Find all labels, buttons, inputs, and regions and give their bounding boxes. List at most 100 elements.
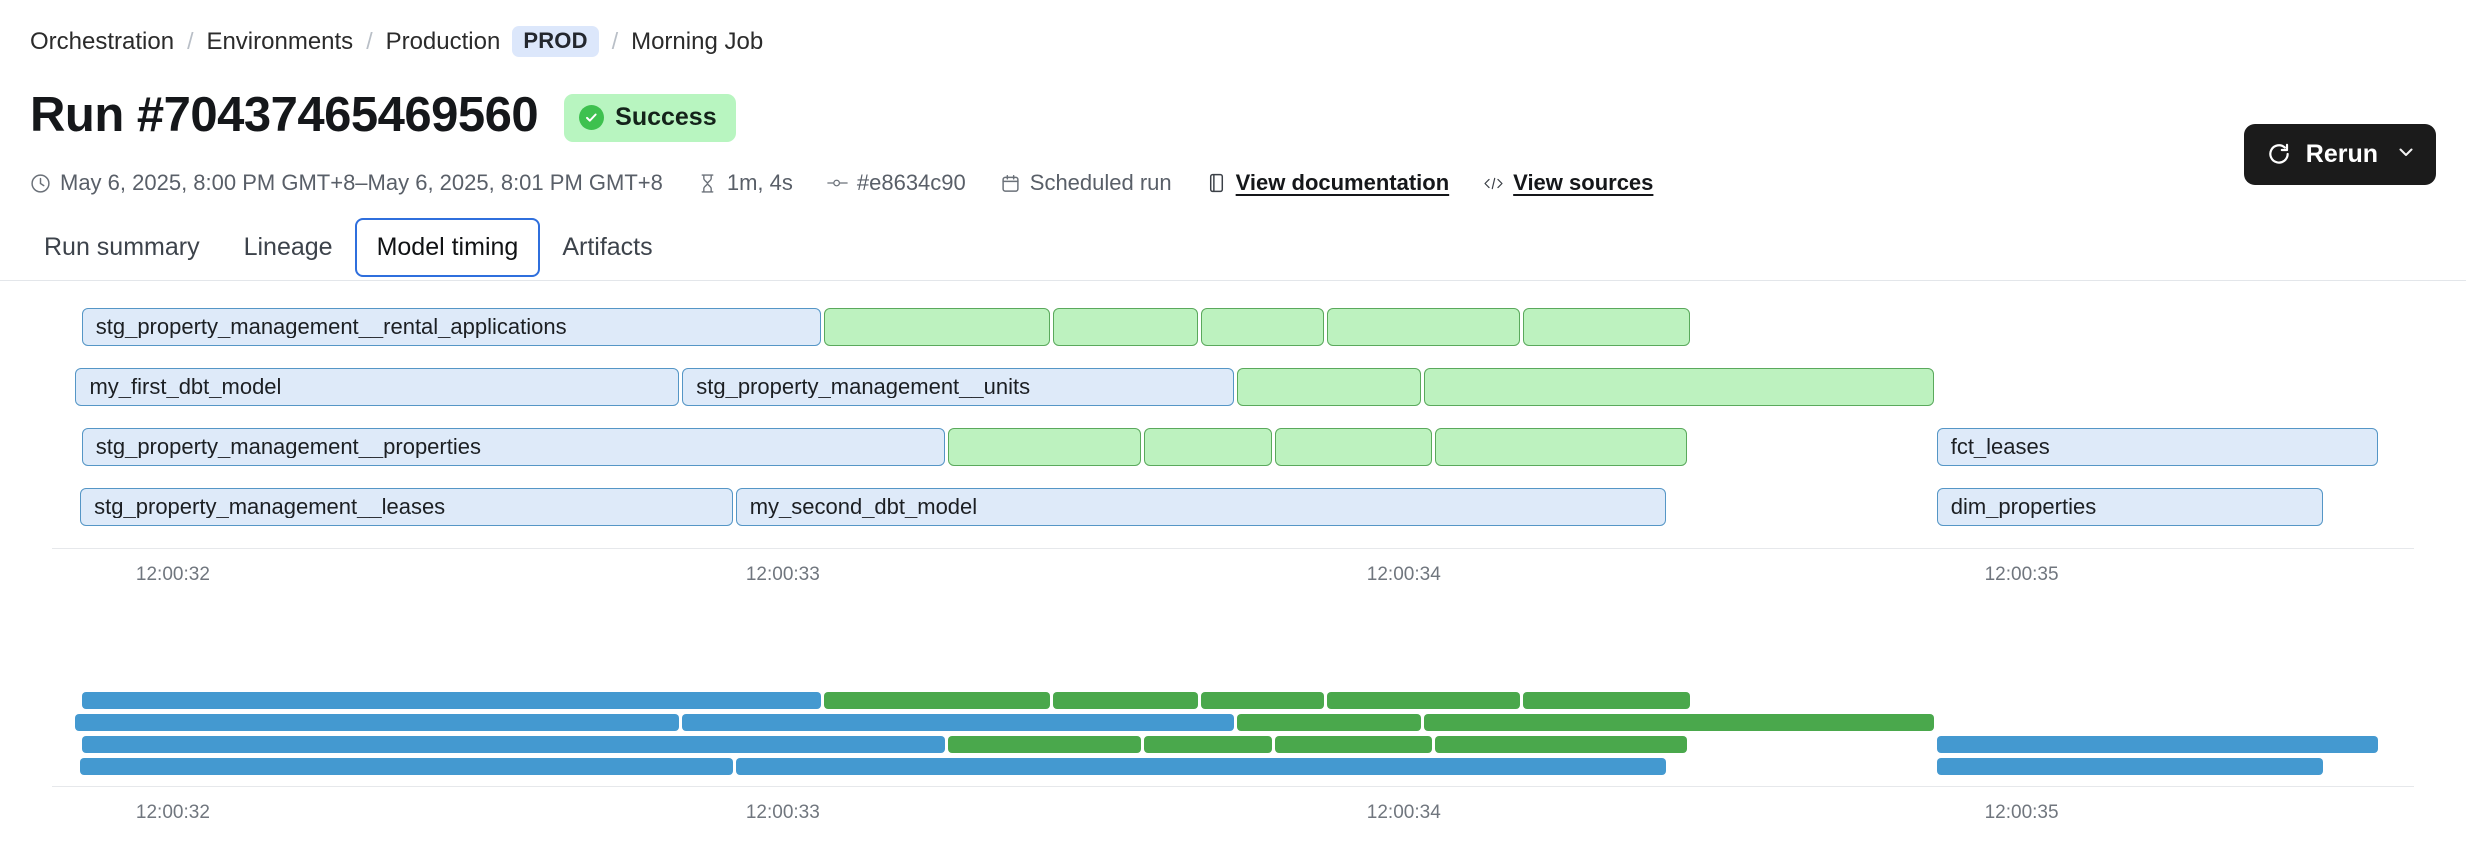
tab-lineage[interactable]: Lineage [222,218,355,277]
check-circle-icon [579,105,604,130]
gantt-row: stg_property_management__rental_applicat… [0,300,2466,360]
breadcrumb-item-environments[interactable]: Environments [206,30,353,54]
gantt-bar-test[interactable] [1144,428,1271,466]
minimap-bar-test[interactable] [1144,736,1271,753]
refresh-icon [2266,142,2292,168]
tab-run-summary[interactable]: Run summary [22,218,222,277]
chevron-down-icon[interactable] [2396,140,2416,169]
minimap-row[interactable] [0,712,2466,734]
calendar-icon [1000,173,1021,194]
view-sources-link[interactable]: View sources [1513,170,1653,196]
meta-duration-text: 1m, 4s [727,170,793,196]
model-timing-gantt: stg_property_management__rental_applicat… [0,300,2466,594]
minimap-row[interactable] [0,756,2466,778]
minimap-bar-model[interactable] [1937,758,2324,775]
gantt-bar-model[interactable]: my_first_dbt_model [75,368,679,406]
gantt-bar-model[interactable]: stg_property_management__properties [82,428,945,466]
breadcrumb-item-orchestration[interactable]: Orchestration [30,30,174,54]
minimap-bar-model[interactable] [682,714,1234,731]
environment-badge-prod: PROD [512,26,598,57]
tab-artifacts[interactable]: Artifacts [540,218,674,277]
gantt-bar-test[interactable] [824,308,1050,346]
minimap-row[interactable] [0,734,2466,756]
meta-documentation[interactable]: View documentation [1206,170,1450,196]
gantt-row: stg_property_management__properties fct_l… [0,420,2466,480]
minimap-bar-test[interactable] [1275,736,1432,753]
gantt-bar-model[interactable]: dim_properties [1937,488,2324,526]
minimap-row[interactable] [0,690,2466,712]
view-documentation-link[interactable]: View documentation [1236,170,1450,196]
breadcrumb-item-production[interactable]: Production [386,30,501,54]
hourglass-icon [697,173,718,194]
gantt-bar-test[interactable] [1327,308,1520,346]
gantt-bar-label: dim_properties [1938,496,2097,518]
gantt-row: stg_property_management__leasesmy_second… [0,480,2466,540]
gantt-bar-model[interactable]: my_second_dbt_model [736,488,1667,526]
gantt-axis: 12:00:3212:00:3312:00:3412:00:35 [0,548,2466,594]
meta-time-range: May 6, 2025, 8:00 PM GMT+8–May 6, 2025, … [30,170,663,196]
gantt-bar-test[interactable] [1053,308,1198,346]
minimap-bar-model[interactable] [736,758,1667,775]
gantt-bar-model[interactable]: stg_property_management__leases [80,488,732,526]
page-header: Run #70437465469560 Success [30,88,736,142]
minimap-bar-model[interactable] [1937,736,2379,753]
code-icon [1483,173,1504,194]
minimap-bar-model[interactable] [82,692,821,709]
minimap-bar-test[interactable] [1053,692,1198,709]
minimap-bar-test[interactable] [1201,692,1324,709]
status-label: Success [615,103,716,132]
meta-sources[interactable]: View sources [1483,170,1653,196]
gantt-bar-test[interactable] [1424,368,1933,406]
breadcrumb-item-current-job[interactable]: Morning Job [631,30,763,54]
gantt-bar-model[interactable]: stg_property_management__units [682,368,1234,406]
gantt-bar-label: fct_leases [1938,436,2050,458]
minimap-bar-test[interactable] [1237,714,1421,731]
gantt-bar-test[interactable] [1237,368,1421,406]
minimap-bar-test[interactable] [1327,692,1520,709]
minimap-bar-test[interactable] [1424,714,1933,731]
tab-bar-divider [0,280,2466,281]
minimap-bar-test[interactable] [824,692,1050,709]
model-timing-minimap[interactable]: 12:00:3212:00:3312:00:3412:00:35 [0,690,2466,832]
axis-tick-label: 12:00:33 [746,802,820,824]
status-badge: Success [564,94,735,142]
meta-trigger-text: Scheduled run [1030,170,1172,196]
gantt-bar-label: my_first_dbt_model [76,376,281,398]
minimap-bar-model[interactable] [75,714,679,731]
minimap-bar-model[interactable] [82,736,945,753]
minimap-bar-test[interactable] [1523,692,1690,709]
minimap-bar-test[interactable] [1435,736,1687,753]
meta-trigger: Scheduled run [1000,170,1172,196]
meta-duration: 1m, 4s [697,170,793,196]
tab-model-timing[interactable]: Model timing [355,218,541,277]
breadcrumb-separator: / [612,30,618,53]
gantt-bar-test[interactable] [1435,428,1687,466]
minimap-bar-test[interactable] [948,736,1141,753]
axis-tick-label: 12:00:33 [746,564,820,586]
run-metadata: May 6, 2025, 8:00 PM GMT+8–May 6, 2025, … [30,170,1653,196]
tab-bar: Run summaryLineageModel timingArtifacts [22,218,675,277]
breadcrumb: Orchestration / Environments / Productio… [30,26,763,57]
gantt-bar-label: stg_property_management__properties [83,436,481,458]
axis-line [52,786,2414,787]
gantt-bar-label: my_second_dbt_model [737,496,977,518]
meta-commit-text[interactable]: #e8634c90 [857,170,966,196]
gantt-bar-test[interactable] [1275,428,1432,466]
gantt-bar-test[interactable] [1201,308,1324,346]
axis-tick-label: 12:00:34 [1367,564,1441,586]
gantt-bar-label: stg_property_management__rental_applicat… [83,316,567,338]
gantt-bar-label: stg_property_management__units [683,376,1030,398]
minimap-axis: 12:00:3212:00:3312:00:3412:00:35 [0,786,2466,832]
gantt-bar-model[interactable]: fct_leases [1937,428,2379,466]
breadcrumb-separator: / [366,30,372,53]
commit-icon [827,173,848,194]
gantt-bar-test[interactable] [948,428,1141,466]
rerun-button[interactable]: Rerun [2244,124,2436,185]
minimap-bar-model[interactable] [80,758,732,775]
clock-icon [30,173,51,194]
axis-tick-label: 12:00:35 [1985,564,2059,586]
axis-line [52,548,2414,549]
rerun-button-label: Rerun [2306,140,2378,169]
gantt-bar-test[interactable] [1523,308,1690,346]
gantt-bar-model[interactable]: stg_property_management__rental_applicat… [82,308,821,346]
